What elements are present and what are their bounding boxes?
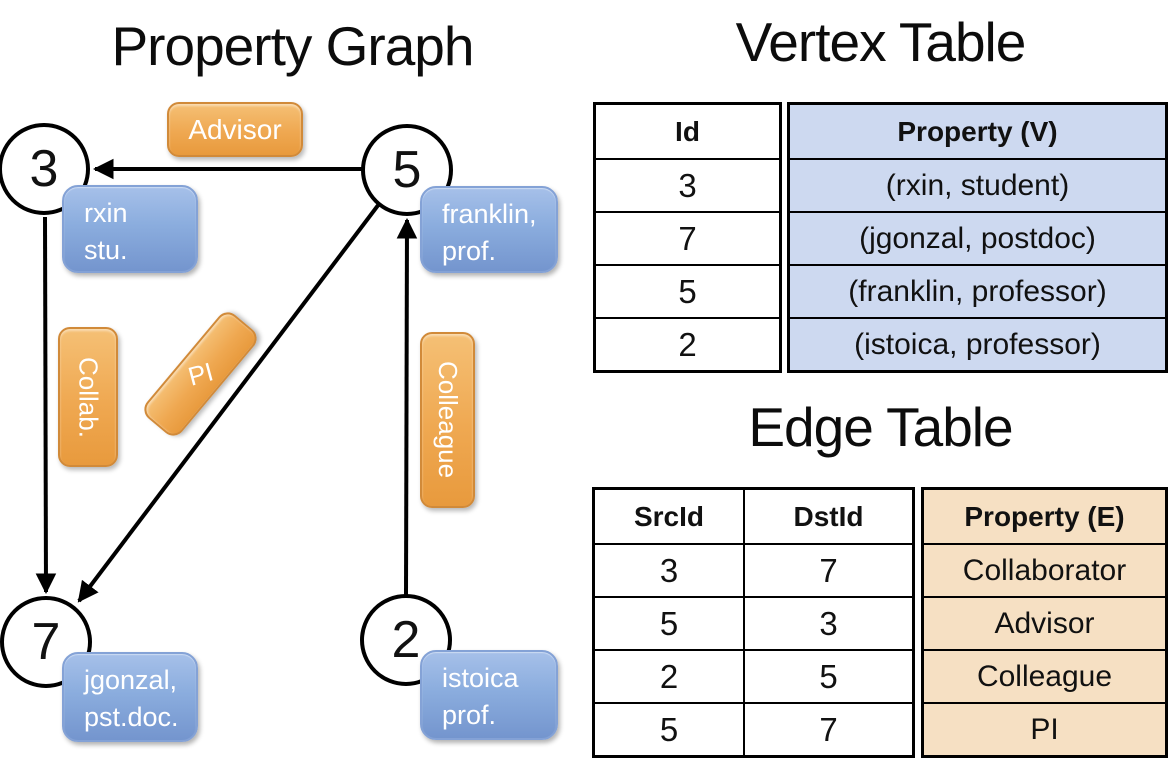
vertex-property-line: stu. bbox=[84, 235, 128, 266]
vertex-table-title: Vertex Table bbox=[735, 11, 1027, 73]
vertex-property-line: franklin, bbox=[442, 199, 537, 229]
table-cell: (franklin, professor) bbox=[790, 264, 1165, 317]
edge-label-text: Advisor bbox=[188, 113, 282, 145]
table-cell: (jgonzal, postdoc) bbox=[790, 211, 1165, 264]
vertex-property-box-2: istoica prof. bbox=[420, 650, 558, 740]
table-cell: 2 bbox=[596, 317, 779, 370]
edge-table-title: Edge Table bbox=[748, 396, 1013, 458]
table-cell: 3 bbox=[596, 158, 779, 211]
table-cell: 3 bbox=[659, 551, 679, 589]
edge-label-advisor: Advisor bbox=[167, 102, 303, 157]
edge-5-to-7-arrow bbox=[77, 202, 381, 603]
table-cell: Collaborator bbox=[924, 543, 1165, 596]
vertex-table-property-header: Property (V) bbox=[897, 115, 1058, 147]
table-cell: 7 bbox=[743, 704, 912, 755]
table-cell: Advisor bbox=[924, 596, 1165, 649]
edge-3-to-7-arrow bbox=[35, 216, 57, 595]
table-cell: 5 bbox=[659, 710, 679, 748]
table-cell: 7 bbox=[596, 211, 779, 264]
edge-label-colleague: Colleague bbox=[420, 332, 475, 508]
property-graph-title: Property Graph bbox=[111, 15, 474, 77]
vertex-property-box-5: franklin, prof. bbox=[420, 186, 558, 273]
table-cell: 5 bbox=[743, 651, 912, 702]
table-cell: 7 bbox=[743, 545, 912, 596]
table-cell: 5 bbox=[659, 604, 679, 642]
table-cell: (rxin, student) bbox=[790, 158, 1165, 211]
vertex-table-property-column: Property (V) (rxin, student) (jgonzal, p… bbox=[787, 102, 1168, 373]
edge-table-id-columns: SrcId DstId 3 7 5 3 2 5 5 7 bbox=[592, 487, 915, 758]
table-cell: 5 bbox=[596, 264, 779, 317]
edge-table-dstid-header: DstId bbox=[743, 490, 912, 543]
graph-edges-layer bbox=[35, 158, 418, 603]
edge-label-text: PI bbox=[184, 355, 217, 392]
vertex-table-id-header: Id bbox=[675, 115, 700, 147]
vertex-property-line: istoica bbox=[442, 663, 519, 693]
vertex-property-line: prof. bbox=[442, 700, 497, 731]
edge-table-srcid-header: SrcId bbox=[633, 500, 705, 532]
vertex-property-box-3: rxin stu. bbox=[62, 185, 198, 273]
table-cell: 3 bbox=[743, 598, 912, 649]
vertex-property-line: prof. bbox=[442, 236, 497, 267]
edge-table-property-header: Property (E) bbox=[964, 500, 1125, 532]
table-cell: 2 bbox=[659, 657, 679, 695]
vertex-property-box-7: jgonzal, pst.doc. bbox=[62, 652, 198, 742]
vertex-property-line: rxin bbox=[84, 198, 128, 228]
vertex-property-line: pst.doc. bbox=[84, 702, 179, 733]
table-cell: PI bbox=[924, 702, 1165, 755]
vertex-table-id-column: Id 3 7 5 2 bbox=[593, 102, 782, 373]
edge-label-text: Colleague bbox=[433, 361, 463, 479]
table-cell: Colleague bbox=[924, 649, 1165, 702]
vertex-node-2: 2 bbox=[360, 594, 452, 686]
edge-table-property-column: Property (E) Collaborator Advisor Collea… bbox=[921, 487, 1168, 758]
vertex-node-5: 5 bbox=[361, 124, 453, 216]
edge-label-collab: Collab. bbox=[58, 327, 118, 467]
vertex-property-line: jgonzal, bbox=[84, 665, 178, 695]
edge-2-to-5-arrow bbox=[396, 217, 418, 596]
table-cell: (istoica, professor) bbox=[790, 317, 1165, 370]
edge-label-text: Collab. bbox=[73, 356, 104, 438]
